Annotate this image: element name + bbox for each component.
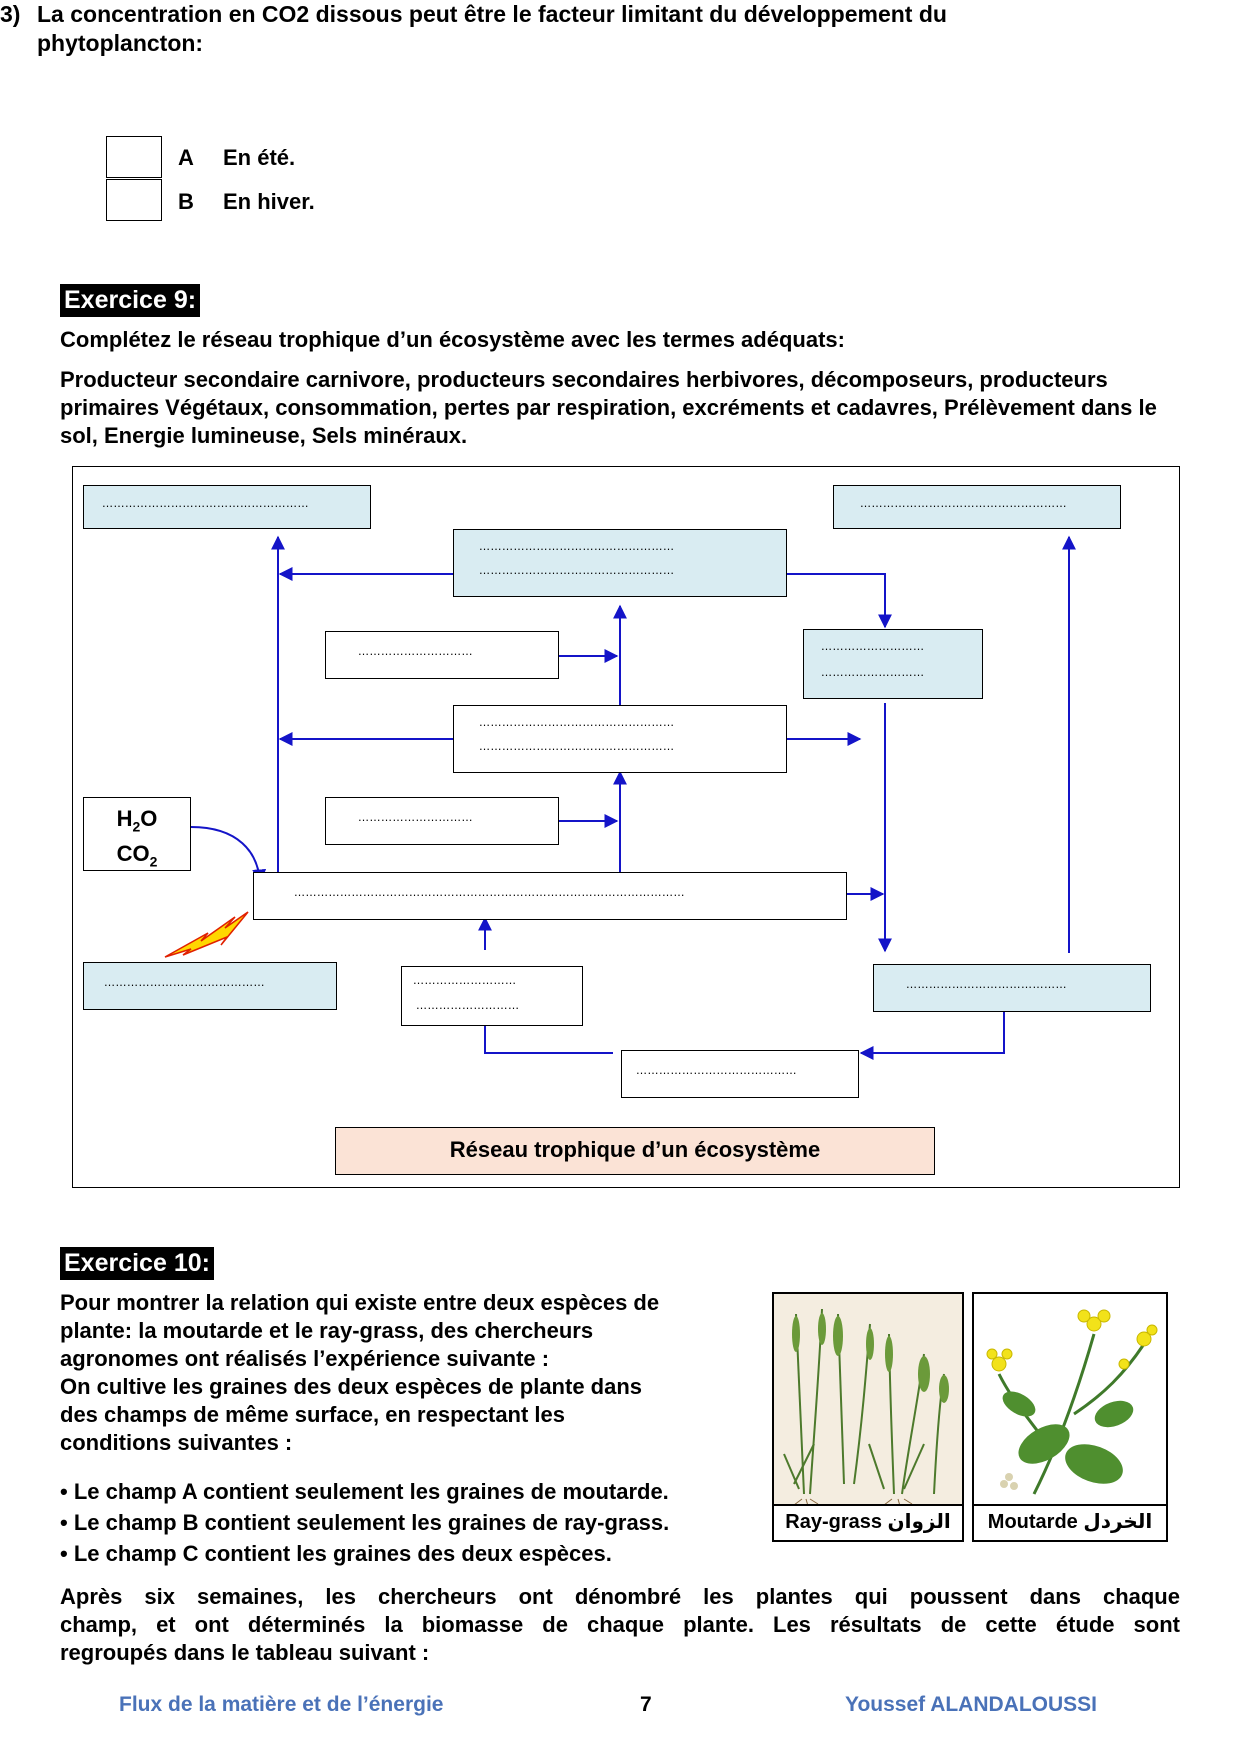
blank-top-right: ……………………………………………… [860, 497, 1067, 510]
blank-carnivore-1: …………………………………………… [479, 540, 675, 553]
ray-grass-illustration [774, 1294, 962, 1506]
intro-line: agronomes ont réalisés l’expérience suiv… [60, 1345, 780, 1373]
mustard-panel: Moutarde الخردل [972, 1292, 1168, 1542]
box-producer[interactable]: ………………………………………………………………………………………… [253, 872, 847, 920]
intro-line: plante: la moutarde et le ray-grass, des… [60, 1317, 780, 1345]
box-bottom-center[interactable]: …………………………………… [621, 1050, 859, 1098]
bullet-item: • Le champ B contient seulement les grai… [60, 1507, 780, 1538]
food-web-diagram: ……………………………………………… ……………………………………………… ……… [72, 466, 1180, 1188]
box-carnivore[interactable]: …………………………………………… …………………………………………… [453, 529, 787, 597]
blank-bottom-left: …………………………………… [104, 976, 265, 989]
choice-a-checkbox[interactable] [106, 136, 162, 178]
blank-left-mid-2: ………………………… [358, 811, 473, 824]
co2-label: CO2 [84, 840, 190, 875]
choice-a-text: En été. [223, 145, 295, 171]
box-herbivore[interactable]: …………………………………………… …………………………………………… [453, 705, 787, 773]
exercise-10-conclusion: Après six semaines, les chercheurs ont d… [60, 1583, 1180, 1667]
blank-right-mid-2: ……………………… [821, 666, 925, 679]
mustard-caption: Moutarde الخردل [974, 1504, 1166, 1540]
h2o-label: H2O [84, 805, 190, 840]
conclusion-line: Après six semaines, les chercheurs ont d… [60, 1583, 1180, 1611]
exercise-9-title: Exercice 9: [60, 284, 200, 317]
box-bottom-left[interactable]: …………………………………… [83, 962, 337, 1010]
footer-title: Flux de la matière et de l’énergie [119, 1693, 443, 1717]
question-number: 3) [0, 0, 20, 29]
conclusion-line: champ, et ont déterminés la biomasse de … [60, 1611, 1180, 1639]
box-bottom-right[interactable]: …………………………………… [873, 964, 1151, 1012]
conclusion-line: regroupés dans le tableau suivant : [60, 1639, 1180, 1667]
blank-right-mid-1: ……………………… [821, 640, 925, 653]
exercise-9-instruction: Complétez le réseau trophique d’un écosy… [60, 326, 1180, 354]
bullet-item: • Le champ C contient les graines des de… [60, 1538, 780, 1569]
exercise-9-terms: Producteur secondaire carnivore, product… [60, 366, 1170, 450]
ray-grass-panel: Ray-grass الزوان [772, 1292, 964, 1542]
mustard-illustration [974, 1294, 1166, 1506]
arrow-h2o-co2 [191, 827, 260, 882]
exercise-10-bullets: • Le champ A contient seulement les grai… [60, 1476, 780, 1569]
intro-line: On cultive les graines des deux espèces … [60, 1373, 780, 1401]
blank-bottom-center: …………………………………… [636, 1064, 797, 1077]
intro-line: des champs de même surface, en respectan… [60, 1401, 780, 1429]
arrow-carnivore-right [785, 574, 885, 627]
intro-line: conditions suivantes : [60, 1429, 780, 1457]
box-h2o-co2: H2O CO2 [83, 797, 191, 871]
question-3: 3) La concentration en CO2 dissous peut … [0, 0, 1060, 58]
blank-herbivore-2: …………………………………………… [479, 740, 675, 753]
blank-top-left: ……………………………………………… [102, 497, 309, 510]
blank-left-mid-1: ………………………… [358, 645, 473, 658]
blank-mineral-1: ……………………… [413, 974, 517, 987]
exercise-10-intro: Pour montrer la relation qui existe entr… [60, 1289, 780, 1457]
choice-b-letter: B [178, 189, 194, 215]
blank-herbivore-1: …………………………………………… [479, 716, 675, 729]
choice-b-text: En hiver. [223, 189, 315, 215]
box-mineral[interactable]: ……………………… ……………………… [401, 966, 583, 1026]
question-text: La concentration en CO2 dissous peut êtr… [37, 0, 1060, 58]
page-number: 7 [640, 1693, 652, 1717]
ray-grass-caption: Ray-grass الزوان [774, 1504, 962, 1540]
box-top-left[interactable]: ……………………………………………… [83, 485, 371, 529]
intro-line: Pour montrer la relation qui existe entr… [60, 1289, 780, 1317]
blank-carnivore-2: …………………………………………… [479, 564, 675, 577]
exercise-10-title: Exercice 10: [60, 1247, 214, 1280]
diagram-caption: Réseau trophique d’un écosystème [335, 1127, 935, 1175]
blank-producer: ………………………………………………………………………………………… [294, 886, 685, 899]
footer-author: Youssef ALANDALOUSSI [845, 1693, 1097, 1717]
blank-mineral-2: ……………………… [416, 999, 520, 1012]
choice-b-checkbox[interactable] [106, 179, 162, 221]
box-left-mid-1[interactable]: ………………………… [325, 631, 559, 679]
box-top-right[interactable]: ……………………………………………… [833, 485, 1121, 529]
bullet-item: • Le champ A contient seulement les grai… [60, 1476, 780, 1507]
choice-a-letter: A [178, 145, 194, 171]
box-left-mid-2[interactable]: ………………………… [325, 797, 559, 845]
box-right-mid[interactable]: ……………………… ……………………… [803, 629, 983, 699]
blank-bottom-right: …………………………………… [906, 978, 1067, 991]
lightning-icon [165, 912, 248, 957]
